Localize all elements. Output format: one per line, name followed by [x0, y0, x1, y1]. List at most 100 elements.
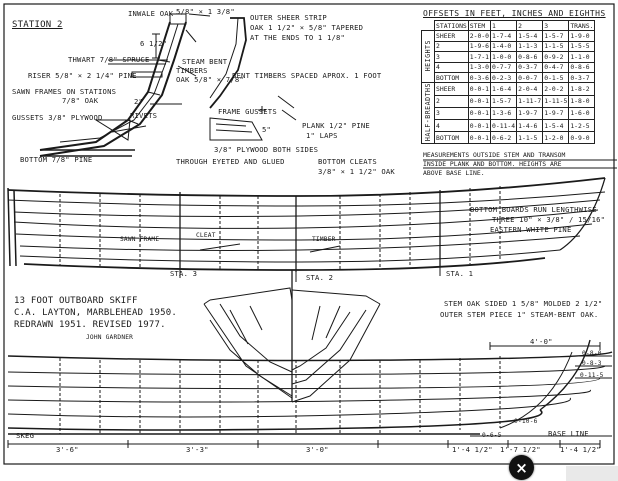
header-cell: TRANS. — [568, 19, 596, 32]
dim-bottom-label: 1'-4 1/2" — [560, 445, 601, 454]
dim-bottom-label: 1'-7 1/2" — [500, 445, 541, 454]
inwale-dim-label: 5/8" × 1 3/8" — [176, 7, 235, 16]
row-label-cell: BOTTOM — [434, 131, 469, 145]
header-cell: 3 — [542, 19, 570, 32]
title-line-2: C.A. LAYTON, MARBLEHEAD 1950. — [14, 308, 177, 318]
offset-cell: 0-8-6 — [568, 61, 596, 73]
half-breadths-group-label: HALF-BREADTHS — [421, 82, 435, 145]
offset-cell: 1-1-5 — [516, 131, 544, 145]
table-note-1: MEASUREMENTS OUTSIDE STEM AND TRANSOM — [423, 151, 566, 159]
offset-cell: 1-9-7 — [542, 106, 570, 121]
offset-cell: 1-2-0 — [542, 131, 570, 145]
body-plan-drawing — [203, 270, 381, 403]
inwale-label: INWALE OAK — [128, 9, 174, 18]
timber-label: TIMBER — [312, 236, 336, 243]
gussets-label: GUSSETS 3/8" PLYWOOD — [12, 113, 103, 122]
plywood-sides-label: 3/8" PLYWOOD BOTH SIDES — [214, 145, 319, 154]
table-note-2: INSIDE PLANK AND BOTTOM. HEIGHTS ARE — [423, 160, 562, 168]
close-button[interactable]: × — [509, 455, 534, 480]
offset-cell: 1-7-4 — [490, 30, 518, 42]
dim-5in-label: 5" — [262, 125, 272, 134]
offset-cell: 2-0-2 — [542, 82, 570, 96]
table-note-3: ABOVE BASE LINE. — [423, 169, 485, 177]
offset-cell: 0-9-2 — [542, 51, 570, 63]
dim-4ft-label: 4'-0" — [530, 337, 553, 346]
row-label-cell: 4 — [434, 118, 469, 133]
offset-cell: 2-0-4 — [516, 82, 544, 96]
half-dim-label: 6 1/2" — [140, 39, 168, 48]
sawn-frames-label-1: SAWN FRAMES ON STATIONS — [12, 87, 117, 96]
header-cell: STEM — [467, 19, 492, 32]
stem-note-2: OUTER STEM PIECE 1" STEAM-BENT OAK. — [440, 310, 599, 319]
offset-cell: 1-9-7 — [516, 106, 544, 121]
offset-cell: 1-5-7 — [542, 30, 570, 42]
heights-group-label: HEIGHTS — [421, 30, 435, 84]
dim-bottom-label: 3'-6" — [56, 445, 79, 454]
thwart-label: THWART 7/8" SPRUCE — [68, 55, 150, 64]
header-cell: 1 — [490, 19, 518, 32]
title-line-1: 13 FOOT OUTBOARD SKIFF — [14, 296, 138, 306]
offset-cell: 1-4-6 — [516, 118, 544, 133]
timbers-label: TIMBERS — [176, 66, 208, 75]
offset-cell: 0-0-1 — [467, 82, 492, 96]
skeg-label: SKEG — [16, 431, 35, 440]
offset-cell: 1-1-5 — [542, 40, 570, 53]
frame-gussets-label: FRAME GUSSETS — [218, 107, 277, 116]
plank-label-1: PLANK 1/2" PINE — [302, 121, 370, 130]
sheer-strip-label-2: OAK 1 1/2" × 5/8" TAPERED — [250, 23, 364, 32]
offset-cell: 1-5-4 — [516, 30, 544, 42]
offset-cell: 0-3-7 — [568, 71, 596, 84]
offset-cell: 1-3-0 — [467, 61, 492, 73]
group-label-text: HALF-BREADTHS — [424, 83, 432, 142]
row-label-cell: 3 — [434, 106, 469, 121]
offset-cell: 0-0-1 — [467, 131, 492, 145]
offset-cell: 1-1-3 — [516, 40, 544, 53]
bottom-boards-label-1: BOTTOM BOARDS RUN LENGTHWISE — [470, 205, 597, 214]
offset-cell: 1-6-4 — [490, 82, 518, 96]
offset-cell: 1-5-7 — [490, 94, 518, 108]
timbers-dim-label: OAK 5/8" × 7/8" — [176, 75, 244, 84]
offset-cell: 1-3-6 — [490, 106, 518, 121]
offset-cell: 1-5-5 — [568, 40, 596, 53]
offset-cell: 0-3-6 — [467, 71, 492, 84]
offset-065-label: 0-6-5 — [482, 432, 502, 439]
offset-cell: 0-3-7 — [516, 61, 544, 73]
dim-bottom-label: 3'-3" — [186, 445, 209, 454]
bottom-boards-label-2: THREE 10" × 3/8" / 15/16" — [492, 215, 606, 224]
offset-cell: 0-0-1 — [467, 118, 492, 133]
offsets-header-row: STATIONS STEM 1 2 3 TRANS. — [422, 19, 596, 32]
offset-cell: 0-0-7 — [516, 71, 544, 84]
offset-cell: 0-2-3 — [490, 71, 518, 84]
offset-cell: 1-6-0 — [568, 106, 596, 121]
eyeted-label: THROUGH EYETED AND GLUED — [176, 157, 285, 166]
offset-cell: 1-9-0 — [568, 30, 596, 42]
base-line-label: BASE LINE — [548, 429, 589, 438]
offset-0106-label: 0-10-6 — [514, 418, 538, 425]
row-label-cell: BOTTOM — [434, 71, 469, 84]
offset-cell: 1-5-4 — [542, 118, 570, 133]
bent-spacing-label: BENT TIMBERS SPACED APROX. 1 FOOT — [232, 71, 382, 80]
riser-label: RISER 5/8" × 2 1/4" PINE — [28, 71, 137, 80]
viewer-edge-strip — [566, 466, 618, 481]
offset-cell: 1-11-7 — [516, 94, 544, 108]
profile-view-drawing — [7, 177, 606, 282]
offset-cell: 1-2-5 — [568, 118, 596, 133]
offset-cell: 0-9-0 — [568, 131, 596, 145]
station-1-label: STA. 1 — [446, 269, 474, 278]
offset-cell: 2-0-0 — [467, 30, 492, 42]
row-label-cell: SHEER — [434, 82, 469, 96]
offset-cell: 1-7-1 — [467, 51, 492, 63]
offset-cell: 1-11-5 — [542, 94, 570, 108]
sawn-frames-label-2: 7/8" OAK — [62, 96, 99, 105]
offset-cell: 0-0-1 — [467, 106, 492, 121]
lines-plan-drawing — [7, 339, 613, 448]
cleat-label: CLEAT — [196, 232, 216, 239]
dim-bottom-label: 1'-4 1/2" — [452, 445, 493, 454]
